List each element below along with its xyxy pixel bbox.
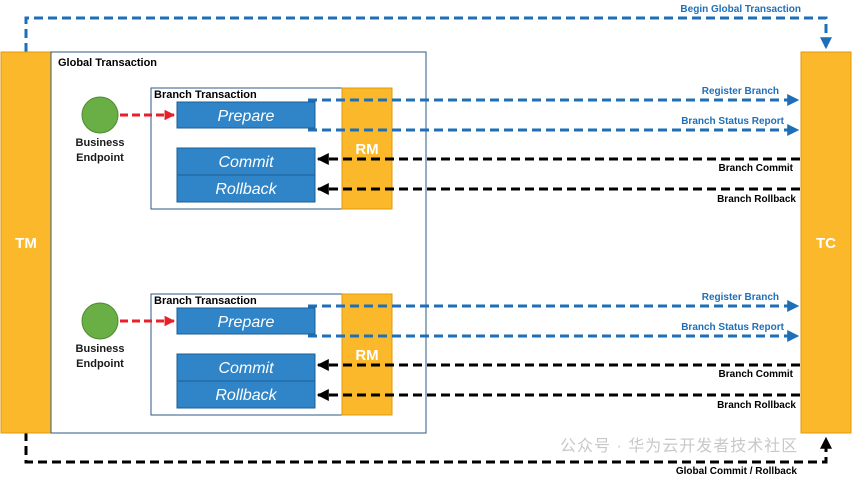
register-branch-label: Register Branch <box>702 292 779 303</box>
rm-label: RM <box>355 141 378 158</box>
tc-label: TC <box>816 235 836 252</box>
branch-status-label: Branch Status Report <box>681 322 784 333</box>
endpoint-label-line2: Endpoint <box>76 358 124 370</box>
prepare-label: Prepare <box>218 314 275 331</box>
rollback-box <box>176 380 316 409</box>
commit-label: Commit <box>218 360 274 377</box>
global-transaction-title: Global Transaction <box>58 57 157 69</box>
rollback-box <box>176 174 316 203</box>
endpoint-label-line1: Business <box>76 137 125 149</box>
endpoint-label-line2: Endpoint <box>76 152 124 164</box>
branch-commit-label: Branch Commit <box>719 369 794 380</box>
global-transaction-box <box>50 51 427 434</box>
watermark: 公众号 · 华为云开发者技术社区 <box>560 438 799 455</box>
prepare-box <box>176 101 316 129</box>
commit-label: Commit <box>218 154 274 171</box>
business-endpoint-circle <box>81 302 119 340</box>
register-branch-label: Register Branch <box>702 86 779 97</box>
endpoint-label-line1: Business <box>76 343 125 355</box>
begin-global-arrow <box>24 16 832 52</box>
branch-transaction-2: Branch Transaction Business Endpoint Pre… <box>76 292 800 416</box>
branch-title: Branch Transaction <box>154 295 257 307</box>
prepare-box <box>176 307 316 335</box>
branch-commit-label: Branch Commit <box>719 163 794 174</box>
tc-bar <box>800 51 852 434</box>
branch-title: Branch Transaction <box>154 89 257 101</box>
prepare-label: Prepare <box>218 108 275 125</box>
commit-box <box>176 353 316 382</box>
branch-rollback-label: Branch Rollback <box>717 194 796 205</box>
branch-rollback-label: Branch Rollback <box>717 400 796 411</box>
tm-bar <box>0 51 52 434</box>
commit-box <box>176 147 316 176</box>
business-endpoint-circle <box>81 96 119 134</box>
rollback-label: Rollback <box>215 387 277 404</box>
global-commit-arrow <box>24 432 832 464</box>
tm-label: TM <box>15 235 37 252</box>
rm-label: RM <box>355 347 378 364</box>
rollback-label: Rollback <box>215 181 277 198</box>
global-commit-label: Global Commit / Rollback <box>676 466 798 477</box>
branch-status-label: Branch Status Report <box>681 116 784 127</box>
begin-global-label: Begin Global Transaction <box>680 4 801 15</box>
branch-transaction-1: Branch Transaction Business Endpoint Pre… <box>76 86 800 210</box>
